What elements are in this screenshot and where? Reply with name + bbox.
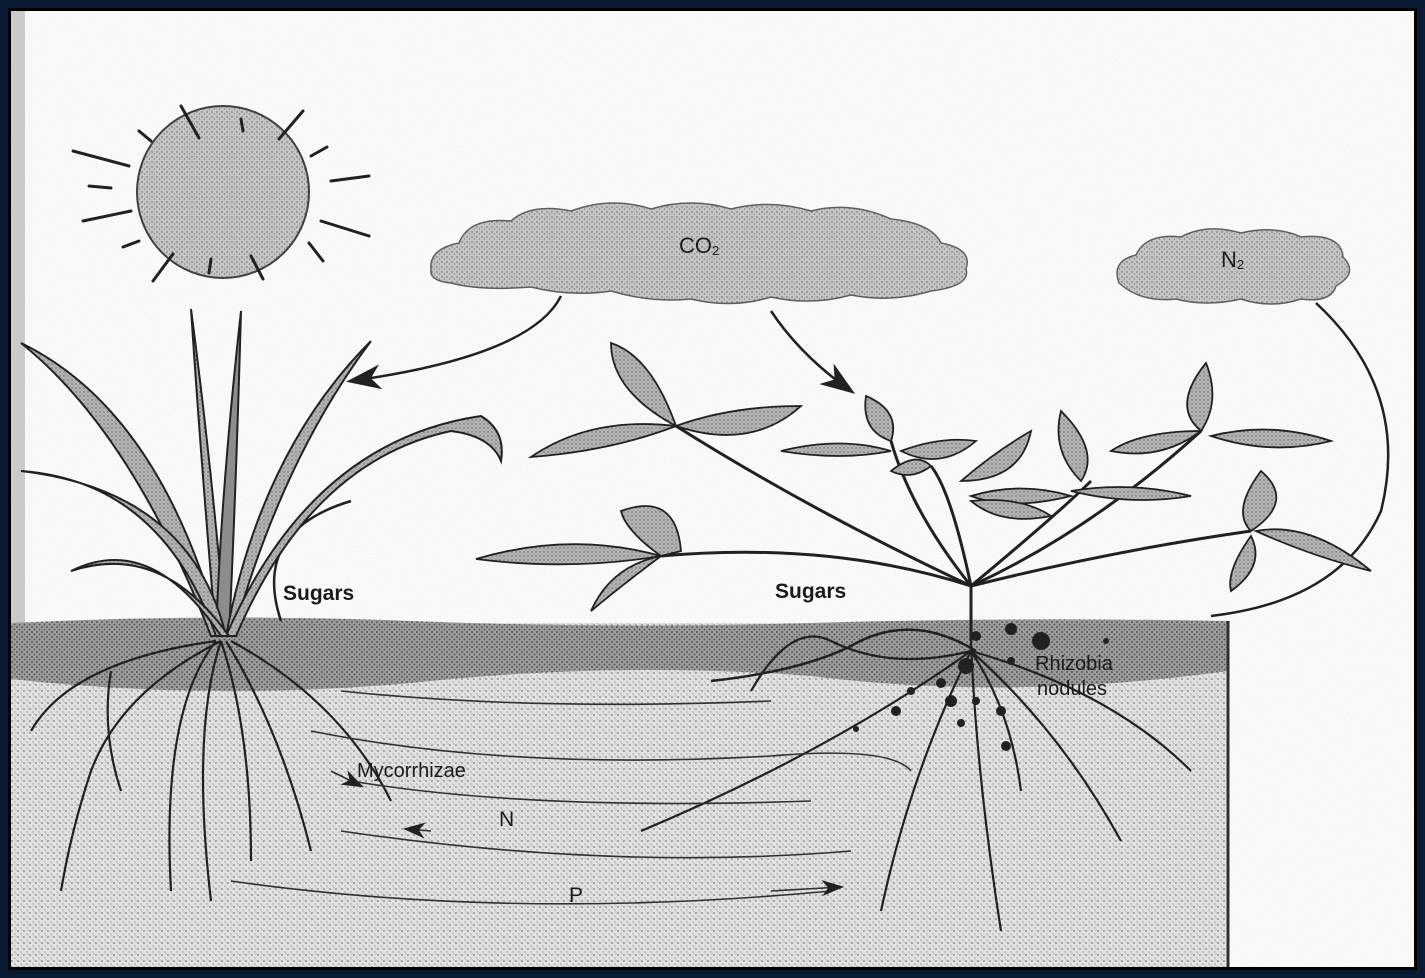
sugars-left-label: Sugars bbox=[283, 583, 354, 604]
n2-label-main: N bbox=[1221, 247, 1237, 272]
n2-label: N2 bbox=[1221, 249, 1244, 271]
co2-label: CO2 bbox=[679, 235, 719, 257]
co2-label-sub: 2 bbox=[712, 243, 719, 258]
rhizobia-label-line1: Rhizobia bbox=[1035, 654, 1113, 674]
rhizobia-label-line2: nodules bbox=[1037, 679, 1107, 699]
diagram-frame: CO2 N2 Sugars Sugars Rhizobia nodules My… bbox=[8, 8, 1417, 970]
co2-label-main: CO bbox=[679, 233, 712, 258]
n2-label-sub: 2 bbox=[1237, 257, 1244, 272]
nitrogen-label: N bbox=[499, 809, 514, 830]
phosphorus-label: P bbox=[569, 885, 583, 906]
sugars-right-label: Sugars bbox=[775, 581, 846, 602]
paper-grain bbox=[11, 11, 1414, 967]
nutrient-exchange-illustration bbox=[11, 11, 1414, 967]
mycorrhizae-label: Mycorrhizae bbox=[357, 761, 466, 781]
